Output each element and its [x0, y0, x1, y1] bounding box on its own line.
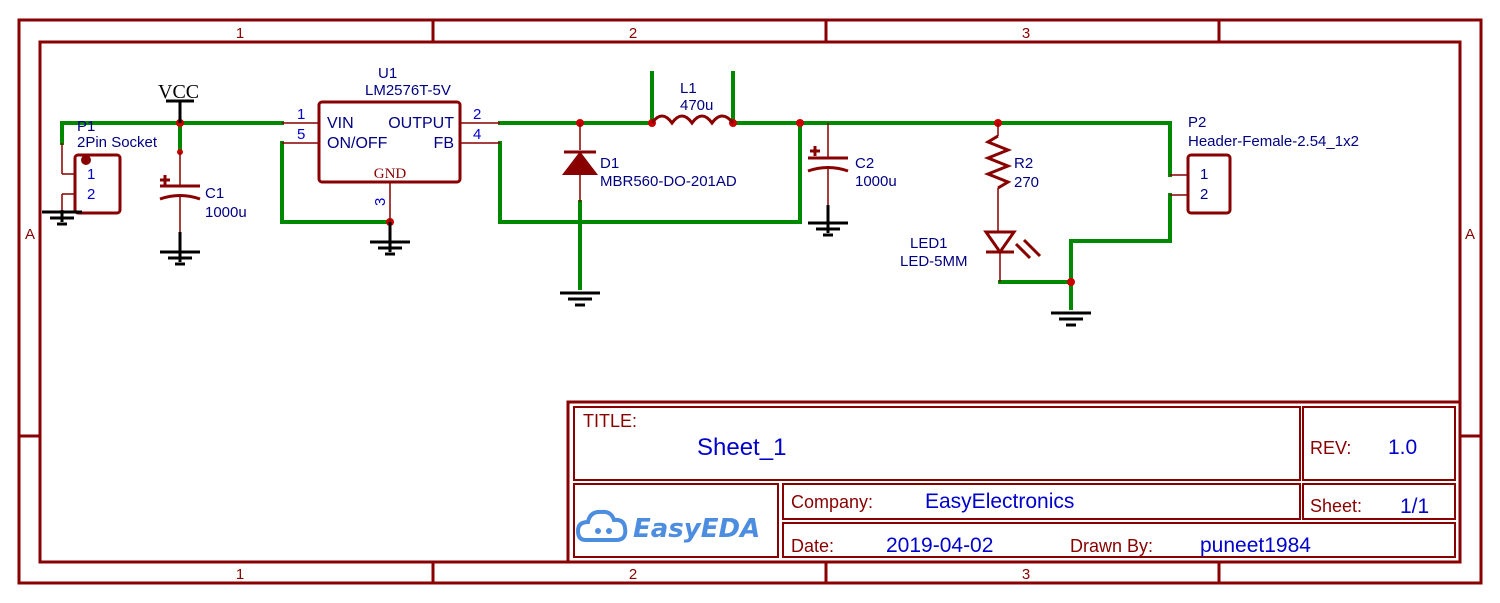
p2-value: Header-Female-2.54_1x2 — [1188, 133, 1359, 150]
ground-icon — [808, 205, 848, 237]
capacitor-c2[interactable]: C2 1000u — [807, 123, 897, 205]
u1-pin-2-num: 2 — [473, 106, 481, 123]
title-value: Sheet_1 — [697, 434, 786, 461]
c2-value: 1000u — [855, 173, 897, 190]
zone-row-a-right: A — [1465, 226, 1475, 243]
junction-dot — [796, 119, 804, 127]
vcc-label: VCC — [158, 81, 199, 103]
d1-value: MBR560-DO-201AD — [600, 173, 737, 190]
wires — [60, 71, 1172, 310]
wire-vin-net[interactable] — [60, 121, 284, 145]
p2-pin-2: 2 — [1200, 186, 1208, 203]
l1-ref: L1 — [680, 80, 697, 97]
ground-symbols — [42, 205, 1091, 327]
u1-pin-4-num: 4 — [473, 126, 481, 143]
u1-pin-5-num: 5 — [297, 126, 305, 143]
led-led1[interactable]: LED1 LED-5MM — [900, 230, 1042, 282]
u1-value: LM2576T-5V — [365, 82, 451, 99]
ground-icon — [42, 210, 82, 226]
outer-border — [17, 18, 1483, 585]
wire-p2-pin2[interactable] — [1069, 193, 1172, 310]
l1-value: 470u — [680, 97, 713, 114]
zone-row-a-left: A — [25, 226, 35, 243]
drawn-by-label: Drawn By: — [1070, 536, 1153, 556]
rev-value: 1.0 — [1388, 436, 1417, 459]
r2-value: 270 — [1014, 174, 1039, 191]
logo-text: EasyEDA — [633, 514, 760, 544]
capacitor-c1[interactable]: C1 1000u — [159, 152, 247, 232]
u1-ref: U1 — [378, 65, 397, 82]
p1-ref: P1 — [77, 118, 95, 135]
u1-pin-onoff-name: ON/OFF — [327, 135, 388, 152]
wire-feedback[interactable] — [498, 121, 802, 224]
u1-pin-fb-name: FB — [434, 135, 454, 152]
d1-ref: D1 — [600, 155, 619, 172]
title-label: TITLE: — [583, 411, 637, 431]
r2-ref: R2 — [1014, 155, 1033, 172]
sheet-label: Sheet: — [1310, 496, 1362, 516]
ground-icon — [1051, 311, 1091, 327]
regulator-u1[interactable]: U1 LM2576T-5V 1 5 2 4 3 VIN ON/OFF OUTPU… — [282, 65, 500, 222]
rev-label: REV: — [1310, 438, 1351, 458]
u1-pin-3-num: 3 — [372, 198, 389, 206]
p2-pin-1: 1 — [1200, 166, 1208, 183]
u1-pin-1-num: 1 — [297, 106, 305, 123]
company-value: EasyElectronics — [925, 490, 1074, 513]
zone-col-3-bottom: 3 — [1022, 566, 1030, 583]
junction-dot — [1067, 278, 1075, 286]
c1-value: 1000u — [205, 204, 247, 221]
connector-p2[interactable]: P2 Header-Female-2.54_1x2 1 2 — [1170, 114, 1359, 215]
u1-pin-output-name: OUTPUT — [388, 115, 454, 132]
zone-col-1-top: 1 — [236, 25, 244, 42]
date-value: 2019-04-02 — [886, 534, 993, 557]
zone-col-2-top: 2 — [629, 25, 637, 42]
easyeda-logo: EasyEDA — [575, 509, 760, 544]
ground-icon — [560, 291, 600, 307]
drawn-by-value: puneet1984 — [1200, 534, 1311, 557]
vcc-power-flag[interactable]: VCC — [158, 81, 199, 123]
led1-value: LED-5MM — [900, 253, 968, 270]
u1-pin-vin-name: VIN — [327, 115, 354, 132]
drawing-frame: 1 2 3 1 2 3 A A — [17, 18, 1483, 585]
date-label: Date: — [791, 536, 834, 556]
p1-pin-1: 1 — [87, 166, 95, 183]
led1-ref: LED1 — [910, 235, 948, 252]
cloud-icon — [575, 509, 628, 542]
connector-p1[interactable]: P1 2Pin Socket 1 2 — [61, 118, 158, 215]
u1-pin-gnd-name: GND — [374, 166, 407, 182]
zone-col-2-bottom: 2 — [629, 566, 637, 583]
title-block: TITLE: Sheet_1 REV: 1.0 Company: EasyEle… — [566, 400, 1462, 564]
ground-icon — [370, 222, 410, 256]
p1-value: 2Pin Socket — [77, 134, 158, 151]
sheet-value: 1/1 — [1400, 495, 1429, 518]
p1-pin-2: 2 — [87, 186, 95, 203]
c2-ref: C2 — [855, 155, 874, 172]
zone-col-1-bottom: 1 — [236, 566, 244, 583]
inductor-l1[interactable]: L1 470u — [650, 80, 735, 126]
ground-icon — [160, 232, 200, 266]
p2-ref: P2 — [1188, 114, 1206, 131]
title-block-border — [566, 400, 1462, 564]
wire-onoff-gnd[interactable] — [280, 141, 392, 224]
company-label: Company: — [791, 492, 873, 512]
resistor-r2[interactable]: R2 270 — [983, 123, 1039, 232]
c1-ref: C1 — [205, 185, 224, 202]
diode-d1[interactable]: D1 MBR560-DO-201AD — [561, 123, 737, 202]
zone-col-3-top: 3 — [1022, 25, 1030, 42]
